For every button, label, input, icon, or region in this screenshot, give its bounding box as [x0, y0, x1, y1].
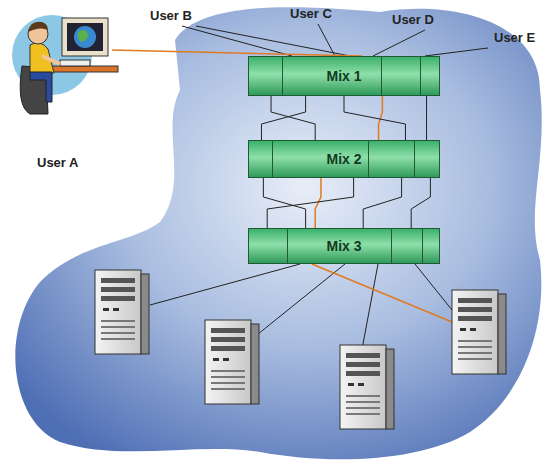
- path-wire: [312, 264, 452, 322]
- mix-label: Mix 3: [322, 238, 365, 254]
- server: [452, 290, 506, 374]
- mix-wire: [344, 96, 405, 140]
- mix-wire: [263, 178, 305, 228]
- mix-wire: [426, 96, 427, 140]
- user-label: User D: [392, 12, 434, 27]
- server: [205, 320, 259, 404]
- user-label: User E: [494, 30, 535, 45]
- mix-label: Mix 2: [322, 151, 365, 167]
- mix-wire: [267, 178, 353, 228]
- network-cloud: [15, 7, 541, 459]
- server: [95, 270, 149, 354]
- user-label: User A: [37, 155, 78, 170]
- mix-wire: [363, 178, 401, 228]
- mix-wire: [315, 178, 321, 228]
- mix-box: Mix 1: [248, 56, 440, 96]
- server-wires: [150, 264, 452, 360]
- mix-label: Mix 1: [322, 68, 365, 84]
- user-label: User B: [150, 8, 192, 23]
- server: [340, 345, 394, 429]
- mix-wire: [261, 96, 305, 140]
- mix-wire: [411, 178, 430, 228]
- user-a-figure: [12, 15, 118, 114]
- user-label: User C: [290, 6, 332, 21]
- mix-wire: [379, 96, 383, 140]
- mix-wire: [271, 96, 315, 140]
- user-wires: [182, 24, 488, 56]
- mix-box: Mix 3: [248, 228, 440, 264]
- mix-box: Mix 2: [248, 140, 440, 178]
